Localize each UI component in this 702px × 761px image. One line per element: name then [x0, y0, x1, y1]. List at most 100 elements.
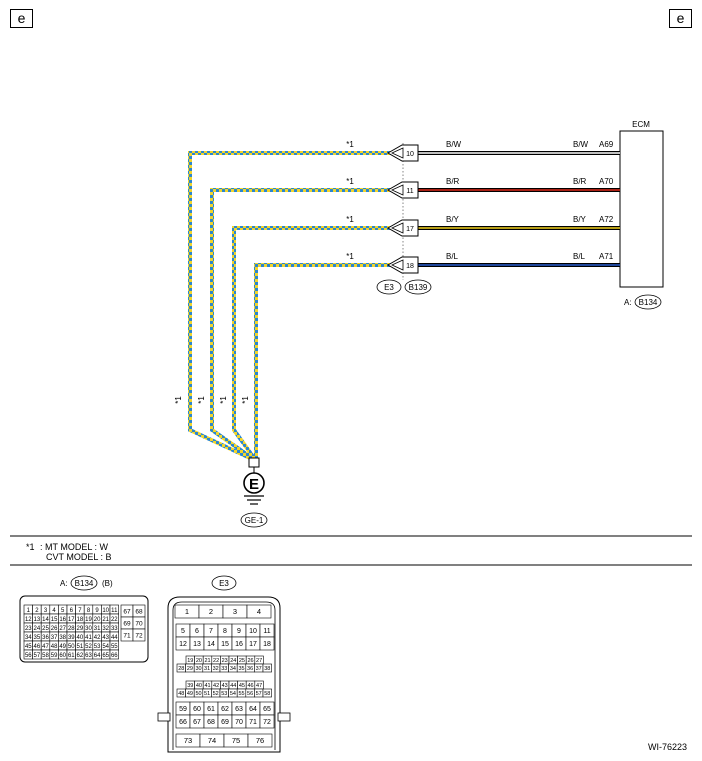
pin-number: 30: [195, 666, 201, 672]
ground-symbol: E: [249, 476, 259, 493]
pin-number: 25: [42, 626, 49, 632]
pin-number: 35: [34, 635, 41, 641]
wire-color-left: B/R: [446, 177, 460, 186]
pin-number: 60: [59, 653, 66, 659]
pin-number: 48: [51, 644, 58, 650]
pin-number: 50: [68, 644, 75, 650]
connector-e3-latch-right: [277, 712, 291, 722]
pin-number: 65: [102, 653, 109, 659]
pin-number: 52: [213, 691, 219, 697]
splice-label-right: B139: [409, 283, 428, 292]
pin-number: 65: [263, 706, 271, 713]
pin-number: 9: [95, 608, 99, 614]
ecm-box: [619, 130, 664, 288]
pin-number: 6: [70, 608, 74, 614]
pin-number: 33: [221, 666, 227, 672]
harness-wire-4: [254, 263, 392, 458]
pin-number: 24: [230, 658, 236, 664]
pin-number: 25: [239, 658, 245, 664]
pin-number: 14: [42, 617, 49, 623]
pin-number: 39: [68, 635, 75, 641]
pin-number: 22: [111, 617, 118, 623]
pin-number: 66: [111, 653, 118, 659]
pin-number: 37: [256, 666, 262, 672]
pin-number: 64: [249, 706, 257, 713]
pin-number: 49: [59, 644, 66, 650]
pin-number: 4: [52, 608, 56, 614]
pin-number: 62: [77, 653, 84, 659]
pin-number: 63: [235, 706, 243, 713]
vertical-wire-mark: *1: [174, 396, 183, 404]
pin-number: 57: [256, 691, 262, 697]
pin-number: 60: [193, 706, 201, 713]
pin-number: 14: [207, 641, 215, 648]
pin-number: 49: [187, 691, 193, 697]
wire-color-right: B/Y: [573, 215, 587, 224]
pin-number: 17: [249, 641, 257, 648]
pin-number: 58: [264, 691, 270, 697]
pin-number: 1: [185, 607, 189, 616]
pin-number: 37: [51, 635, 58, 641]
pin-number: 32: [213, 666, 219, 672]
pin-number: 43: [102, 635, 109, 641]
connector-a-oval: [70, 575, 98, 591]
vertical-wire-mark: *1: [219, 396, 228, 404]
pin-number: 44: [230, 683, 236, 689]
pin-number: 31: [94, 626, 101, 632]
terminal-pin: 10: [406, 151, 414, 158]
splice-label-left: E3: [384, 283, 394, 292]
pin-number: 13: [34, 617, 41, 623]
terminal-arrow: [391, 259, 404, 271]
connector-a-suffix: (B): [102, 579, 113, 588]
figure-code: WI-76223: [648, 742, 687, 752]
pin-number: 21: [102, 617, 109, 623]
pin-number: 61: [207, 706, 215, 713]
pin-number: 71: [123, 633, 131, 640]
pin-number: 1: [27, 608, 31, 614]
pin-number: 74: [208, 736, 216, 745]
ecm-pin: A69: [599, 140, 614, 149]
pin-number: 72: [135, 633, 143, 640]
pin-number: 66: [179, 719, 187, 726]
pin-number: 47: [42, 644, 49, 650]
pin-number: 2: [35, 608, 39, 614]
pin-number: 53: [221, 691, 227, 697]
note-line-1: : MT MODEL : W: [40, 542, 109, 552]
pin-number: 28: [68, 626, 75, 632]
pin-number: 55: [238, 691, 244, 697]
pin-number: 56: [247, 691, 253, 697]
pin-number: 3: [44, 608, 48, 614]
pin-number: 75: [232, 736, 240, 745]
pin-number: 40: [77, 635, 84, 641]
pin-number: 4: [257, 607, 261, 616]
pin-number: 12: [179, 641, 187, 648]
pin-number: 16: [235, 641, 243, 648]
connector-a-prefix: A:: [60, 579, 68, 588]
pin-cell: [259, 636, 275, 651]
splice-oval-left: [376, 279, 402, 295]
pin-number: 41: [85, 635, 92, 641]
pin-number: 8: [223, 628, 227, 635]
ecm-connector-prefix: A:: [624, 298, 632, 307]
pin-number: 16: [59, 617, 66, 623]
pin-number: 56: [25, 653, 32, 659]
pin-number: 38: [264, 666, 270, 672]
pin-cell: [246, 604, 272, 619]
connector-a-code: B134: [75, 579, 94, 588]
harness-wires: [188, 151, 392, 460]
pin-number: 26: [247, 658, 253, 664]
pin-number: 22: [213, 658, 219, 664]
pin-number: 21: [204, 658, 210, 664]
pin-number: 69: [221, 719, 229, 726]
pin-number: 39: [187, 683, 193, 689]
ecm-connector-code: B134: [639, 298, 658, 307]
terminal-pin: 18: [406, 263, 414, 270]
pin-number: 34: [25, 635, 32, 641]
pin-number: 5: [181, 628, 185, 635]
vertical-wire-mark: *1: [241, 396, 250, 404]
pin-number: 23: [222, 658, 228, 664]
wire-color-right: B/L: [573, 252, 586, 261]
pin-number: 23: [25, 626, 32, 632]
pin-number: 3: [233, 607, 237, 616]
